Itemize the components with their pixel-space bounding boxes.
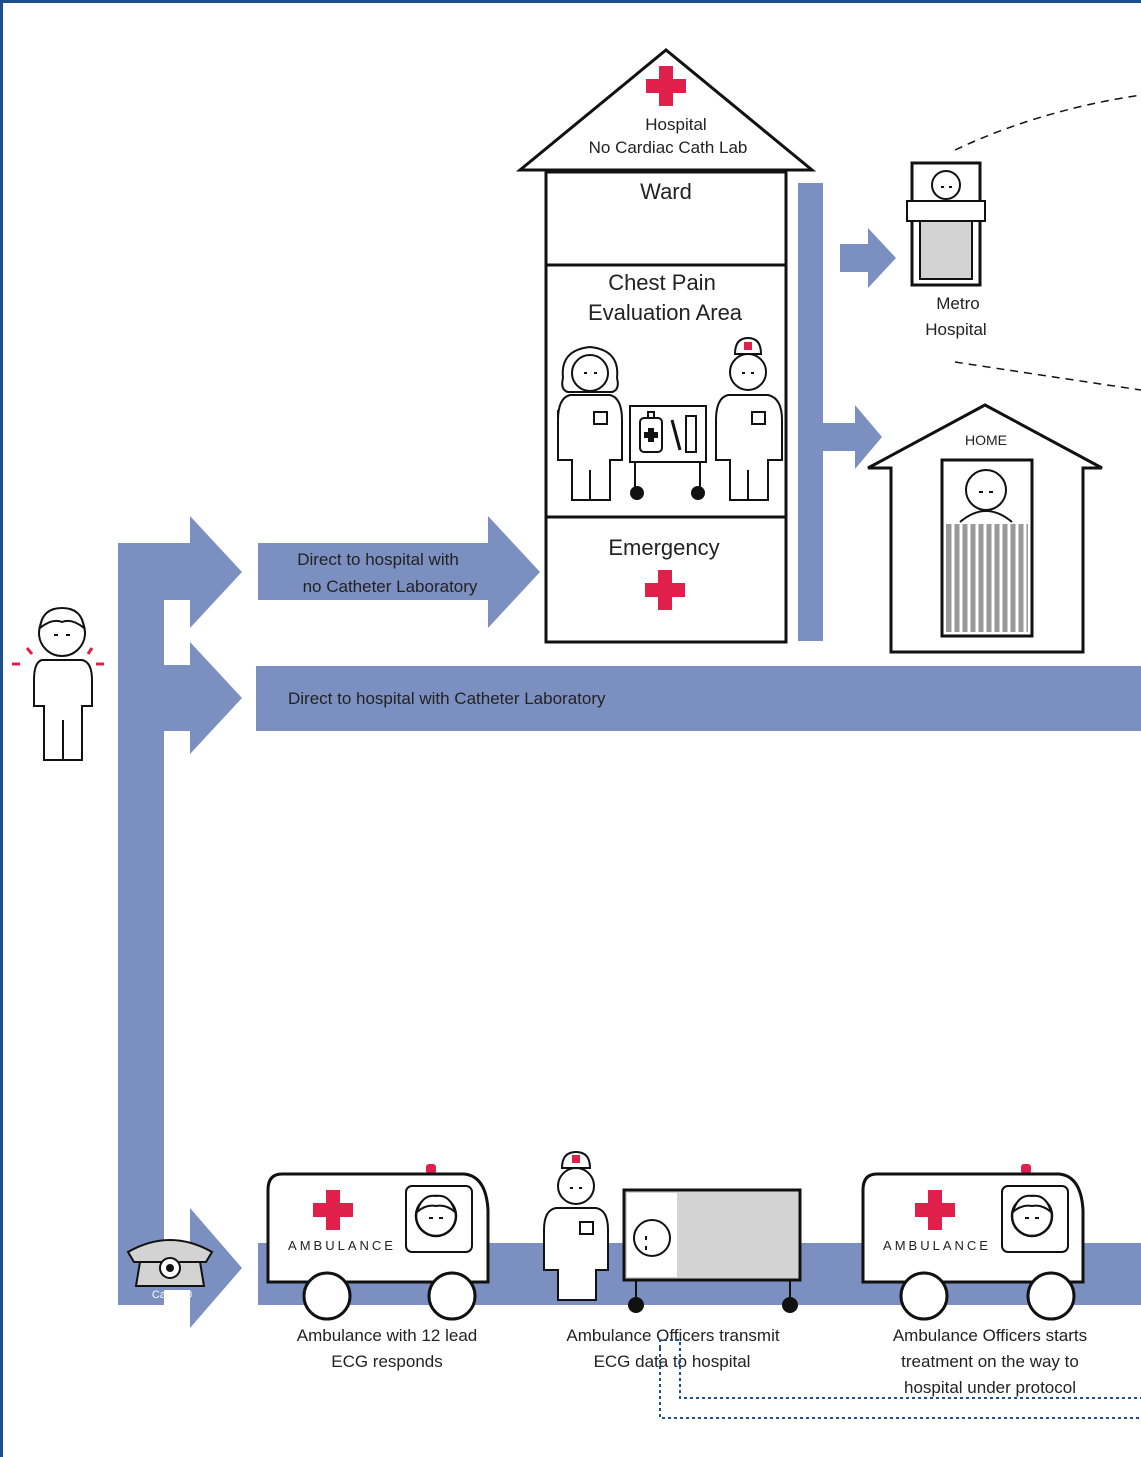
call-label: Call 000 — [152, 1289, 192, 1301]
route-no-cath-line2: no Catheter Laboratory — [303, 577, 478, 596]
step-treatment-line3: hospital under protocol — [904, 1378, 1076, 1397]
medical-cart-icon — [629, 405, 707, 500]
evaluation-label-line2: Evaluation Area — [588, 300, 743, 325]
home-label: HOME — [965, 432, 1007, 448]
metro-label-line1: Metro — [936, 294, 979, 313]
telephone-icon[interactable] — [126, 1239, 214, 1287]
metro-label-line2: Hospital — [925, 320, 986, 339]
step-responds-line2: ECG responds — [331, 1352, 443, 1371]
metro-hospital: Metro Hospital — [906, 94, 1141, 391]
pain-indicator-icon — [12, 647, 104, 666]
route-cath-lab: Direct to hospital with Catheter Laborat… — [288, 689, 606, 708]
blanket-stripes — [946, 524, 1028, 632]
paramedic-icon — [543, 1150, 609, 1301]
ambulance-icon: AMBULANCE — [861, 1164, 1085, 1321]
ecg-data-link — [659, 1339, 1141, 1419]
route-no-cath-line1: Direct to hospital with — [297, 550, 459, 569]
bed-icon — [906, 161, 986, 287]
ambulance-word: AMBULANCE — [883, 1238, 991, 1253]
step-treatment-line1: Ambulance Officers starts — [893, 1326, 1087, 1345]
nurse-icon — [715, 336, 783, 501]
ambulance-icon: AMBULANCE — [266, 1164, 490, 1321]
ward-label: Ward — [640, 179, 692, 204]
doctor-icon — [557, 345, 623, 501]
hospital-title-line1: Hospital — [645, 115, 706, 134]
step-responds-line1: Ambulance with 12 lead — [297, 1326, 478, 1345]
stretcher-icon — [622, 1188, 802, 1313]
patient-icon — [12, 606, 104, 761]
hospital-title-line2: No Cardiac Cath Lab — [589, 138, 748, 157]
hospital-building: Hospital No Cardiac Cath Lab Ward Chest … — [515, 48, 817, 644]
home-building: HOME — [867, 403, 1103, 654]
ambulance-word: AMBULANCE — [288, 1238, 396, 1253]
step-transmit-line2: ECG data to hospital — [594, 1352, 751, 1371]
step-transmit-line1: Ambulance Officers transmit — [566, 1326, 779, 1345]
evaluation-label-line1: Chest Pain — [608, 270, 716, 295]
emergency-label: Emergency — [608, 535, 719, 560]
step-treatment-line2: treatment on the way to — [901, 1352, 1079, 1371]
